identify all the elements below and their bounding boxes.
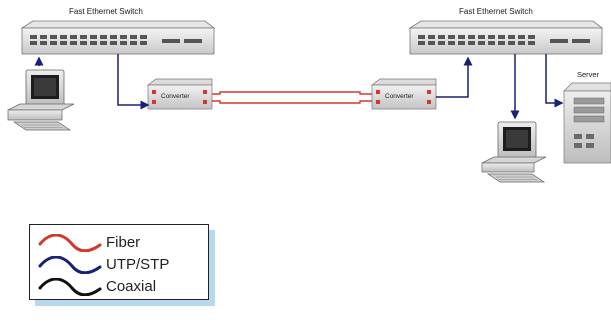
switch-port [518, 35, 525, 39]
switch-port [498, 35, 505, 39]
right-computer-icon [481, 121, 547, 183]
switch-port [130, 41, 137, 45]
legend-item-fiber: Fiber [30, 233, 208, 253]
switch-port [518, 41, 525, 45]
switch-port [488, 35, 495, 39]
port-led [152, 100, 156, 104]
switch-port [60, 41, 67, 45]
coaxial-wave-icon [38, 278, 102, 296]
uplink-port [572, 39, 590, 43]
switch-port [428, 35, 435, 39]
switch-port [528, 35, 535, 39]
switch-port [478, 35, 485, 39]
left-switch: Fast Ethernet Switch [20, 7, 216, 55]
port-led [203, 90, 207, 94]
left-switch-ports [30, 35, 202, 45]
legend-label-fiber: Fiber [106, 234, 141, 251]
legend: Fiber UTP/STP Coaxial [29, 224, 209, 300]
switch-port [50, 41, 57, 45]
utp-links [34, 54, 564, 120]
switch-port [508, 35, 515, 39]
left-converter-label: Converter [161, 93, 190, 100]
switch-port [438, 35, 445, 39]
right-switch-label: Fast Ethernet Switch [459, 7, 533, 16]
switch-port [70, 35, 77, 39]
switch-port [110, 41, 117, 45]
switch-port [70, 41, 77, 45]
uplink-port [184, 39, 202, 43]
right-converter: Converter [370, 78, 437, 110]
legend-label-coaxial: Coaxial [106, 278, 157, 295]
port-led [427, 90, 431, 94]
switch-port [478, 41, 485, 45]
switch-port [458, 41, 465, 45]
uplink-port [162, 39, 180, 43]
switch-port [498, 41, 505, 45]
uplink-port [550, 39, 568, 43]
switch-port [140, 35, 147, 39]
switch-port [100, 35, 107, 39]
left-computer-icon [7, 69, 75, 131]
fiber-wave-icon [38, 234, 102, 252]
port-led [376, 90, 380, 94]
port-led [427, 100, 431, 104]
right-converter-label: Converter [385, 93, 414, 100]
left-switch-label: Fast Ethernet Switch [69, 7, 143, 16]
port-led [376, 100, 380, 104]
switch-port [448, 35, 455, 39]
switch-port [120, 41, 127, 45]
server-label: Server [577, 70, 600, 79]
switch-port [40, 35, 47, 39]
legend-item-coaxial: Coaxial [30, 277, 208, 297]
server-icon: Server [563, 70, 611, 164]
switch-port [90, 35, 97, 39]
switch-port [458, 35, 465, 39]
switch-port [40, 41, 47, 45]
switch-port [80, 41, 87, 45]
switch-port [528, 41, 535, 45]
switch-port [120, 35, 127, 39]
fiber-link [212, 91, 372, 104]
switch-port [418, 41, 425, 45]
switch-port [488, 41, 495, 45]
switch-port [508, 41, 515, 45]
switch-port [80, 35, 87, 39]
utp-wave-icon [38, 256, 102, 274]
switch-port [418, 35, 425, 39]
switch-port [468, 35, 475, 39]
switch-port [448, 41, 455, 45]
switch-port [110, 35, 117, 39]
switch-port [30, 41, 37, 45]
right-switch-ports [418, 35, 590, 45]
switch-port [140, 41, 147, 45]
right-switch: Fast Ethernet Switch [408, 7, 604, 55]
switch-port [90, 41, 97, 45]
switch-port [130, 35, 137, 39]
switch-port [30, 35, 37, 39]
switch-port [60, 35, 67, 39]
switch-port [438, 41, 445, 45]
switch-port [100, 41, 107, 45]
port-led [203, 100, 207, 104]
switch-port [428, 41, 435, 45]
legend-item-utp: UTP/STP [30, 255, 208, 275]
switch-port [468, 41, 475, 45]
left-converter: Converter [146, 78, 213, 110]
port-led [152, 90, 156, 94]
switch-port [50, 35, 57, 39]
legend-label-utp: UTP/STP [106, 256, 170, 273]
